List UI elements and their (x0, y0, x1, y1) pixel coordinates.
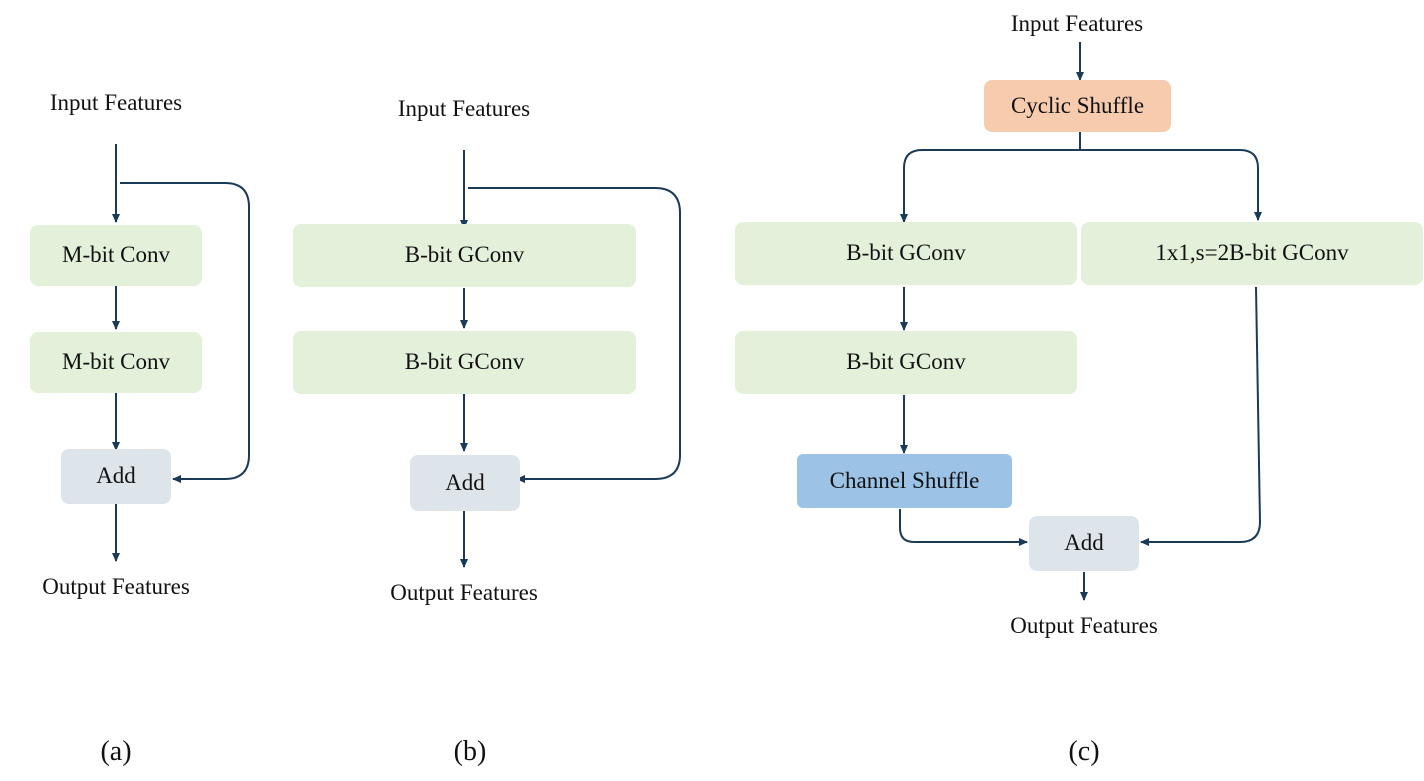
panel-c-right-conv-line1: 1x1,s=2 (1155, 240, 1230, 266)
panel-a-conv2-box: M-bit Conv (30, 332, 202, 393)
panel-c-input-label: Input Features (1010, 11, 1144, 36)
branch-c-left (900, 149, 1080, 223)
panel-c-channel-shuffle-box: Channel Shuffle (797, 454, 1012, 508)
panel-b-output-label: Output Features (390, 580, 538, 605)
panel-b-caption: (b) (453, 736, 487, 767)
panel-c-right-conv-line2: B-bit GConv (1229, 240, 1349, 266)
panel-b-input-label: Input Features (397, 96, 531, 121)
skip-connection-b (468, 187, 681, 483)
panel-b-conv1-box: B-bit GConv (293, 224, 636, 287)
panel-a-output-label: Output Features (42, 574, 190, 599)
panel-c-cyclic-shuffle-box: Cyclic Shuffle (984, 80, 1171, 132)
panel-b-add-box: Add (410, 455, 520, 511)
panel-a-input-label: Input Features (49, 90, 183, 115)
skip-connection-a (120, 182, 250, 483)
panel-b-conv2-box: B-bit GConv (293, 331, 636, 394)
arrow-c-right-branch-to-add (1140, 286, 1262, 546)
branch-c-right (1080, 149, 1262, 221)
panel-c-right-conv-box: 1x1,s=2 B-bit GConv (1081, 222, 1423, 285)
panel-a-caption: (a) (100, 736, 132, 767)
panel-c-left-conv1-box: B-bit GConv (735, 222, 1077, 285)
panel-c-caption: (c) (1068, 736, 1100, 767)
panel-c-left-conv2-box: B-bit GConv (735, 331, 1077, 394)
panel-a-conv1-box: M-bit Conv (30, 225, 202, 286)
panel-c-output-label: Output Features (1010, 613, 1158, 638)
panel-a-add-box: Add (61, 449, 171, 504)
panel-c-add-box: Add (1029, 516, 1139, 571)
arrow-c-channel-shuffle-to-add (899, 509, 1028, 546)
